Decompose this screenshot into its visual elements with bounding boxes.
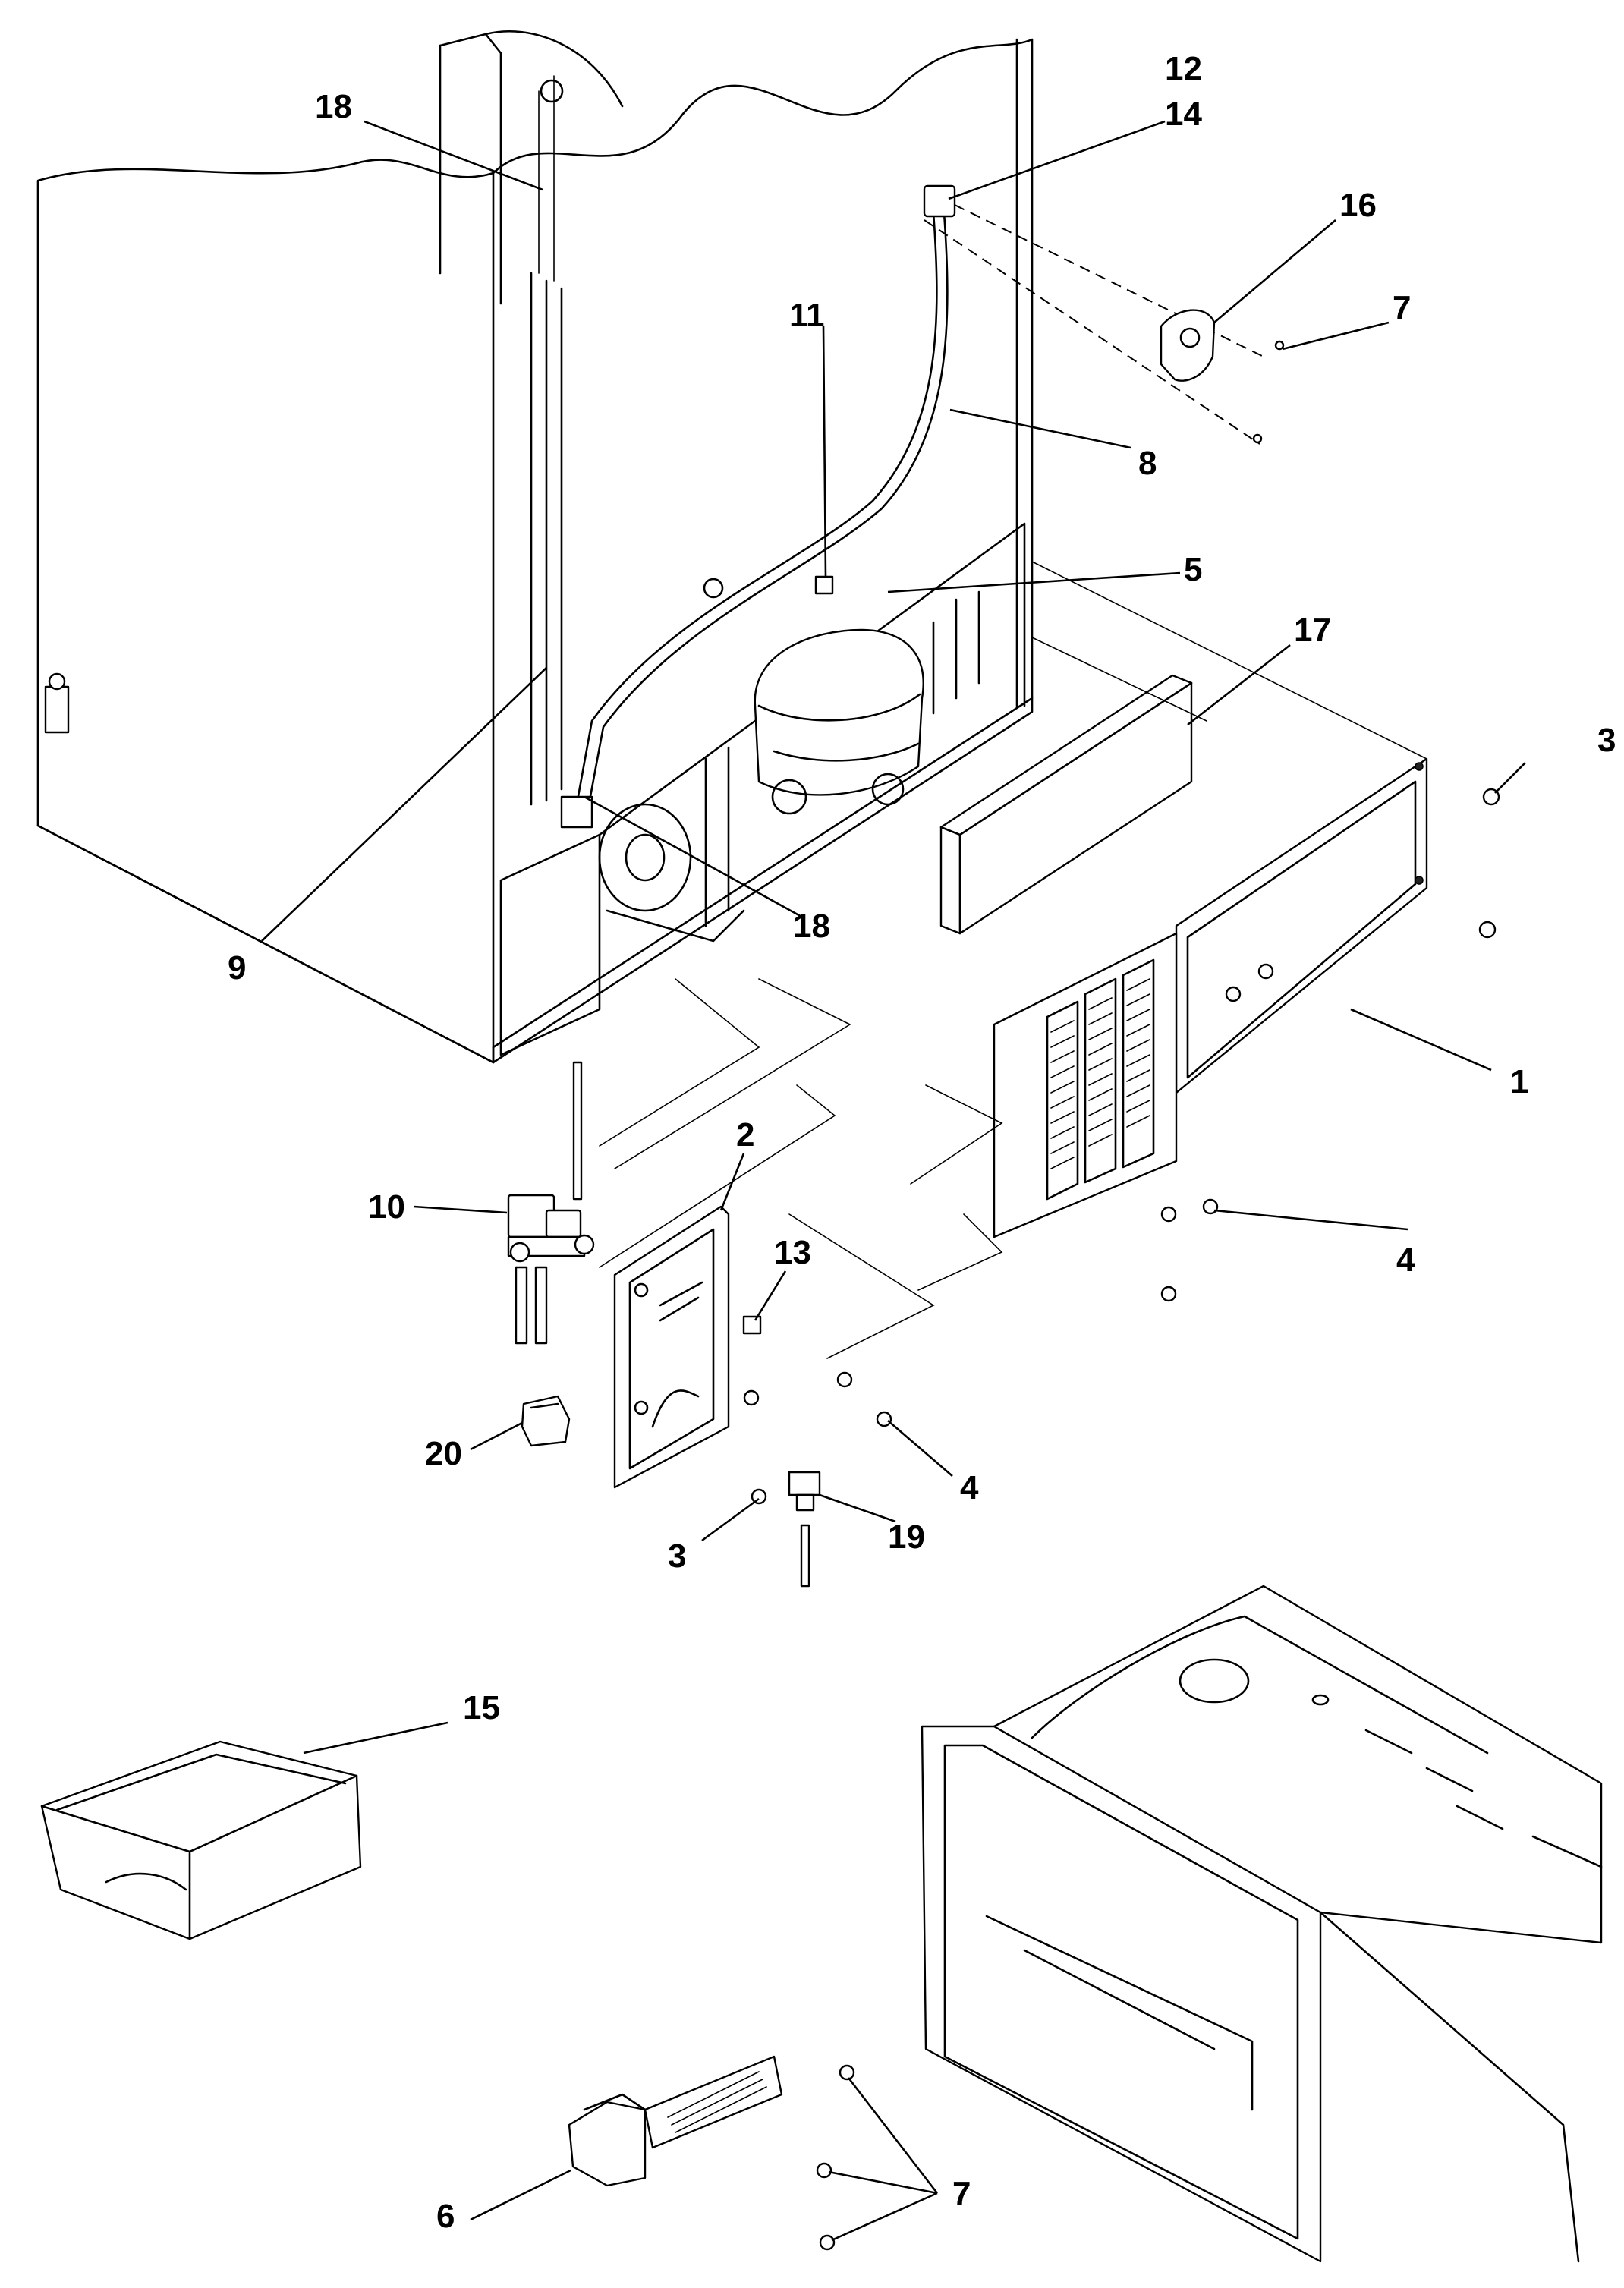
assembly-guide-lines bbox=[599, 561, 1427, 1359]
part-6-ice-maker bbox=[568, 2055, 783, 2187]
callout-4-right: 4 bbox=[1396, 1242, 1415, 1279]
part-1-access-cover bbox=[1175, 757, 1428, 1094]
part-15-pan bbox=[40, 1740, 362, 1940]
callout-3-right: 3 bbox=[1597, 722, 1616, 759]
kick-plate-grille bbox=[993, 932, 1178, 1238]
callout-20: 20 bbox=[425, 1435, 462, 1472]
callout-1: 1 bbox=[1510, 1063, 1528, 1100]
part-13-clip bbox=[742, 1315, 762, 1335]
callout-9: 9 bbox=[228, 949, 246, 987]
callout-6: 6 bbox=[436, 2198, 455, 2235]
callout-7-bottom: 7 bbox=[952, 2175, 971, 2212]
callout-7-top: 7 bbox=[1393, 289, 1411, 326]
callout-10: 10 bbox=[368, 1188, 405, 1226]
part-10-water-valve bbox=[507, 1061, 595, 1345]
callout-2: 2 bbox=[736, 1116, 754, 1153]
callout-18-top: 18 bbox=[315, 88, 352, 125]
refrigerator-cabinet bbox=[36, 30, 1264, 1064]
callout-12: 12 bbox=[1165, 50, 1202, 87]
leader-lines bbox=[261, 120, 1526, 2242]
callout-13: 13 bbox=[774, 1234, 811, 1271]
callout-19: 19 bbox=[888, 1519, 925, 1556]
screw-7b bbox=[816, 2162, 832, 2179]
screw-7a bbox=[839, 2064, 855, 2081]
callout-11: 11 bbox=[789, 297, 825, 334]
part-19-switch bbox=[788, 1471, 821, 1588]
callout-5: 5 bbox=[1184, 551, 1202, 588]
screw-7c bbox=[819, 2234, 836, 2251]
condenser-fan bbox=[560, 795, 745, 943]
callout-16: 16 bbox=[1339, 187, 1377, 224]
freezer-drawer-frame bbox=[921, 1585, 1603, 2263]
callout-14: 14 bbox=[1165, 96, 1202, 133]
callout-labels: 18 12 14 16 7 11 8 5 17 3 18 9 1 2 10 4 … bbox=[228, 50, 1616, 2235]
callout-4-mid: 4 bbox=[960, 1469, 979, 1506]
callout-15: 15 bbox=[463, 1689, 500, 1726]
callout-17: 17 bbox=[1294, 612, 1331, 649]
screws-group bbox=[743, 340, 1500, 1505]
part-20-fitting bbox=[521, 1395, 571, 1447]
part-2-bracket bbox=[613, 1205, 730, 1489]
compressor bbox=[754, 590, 980, 815]
callout-8: 8 bbox=[1138, 445, 1157, 482]
part-17-insulation bbox=[939, 674, 1193, 935]
callout-3-mid: 3 bbox=[668, 1537, 686, 1575]
part-16-bracket bbox=[1160, 309, 1216, 382]
callout-18-mid: 18 bbox=[793, 908, 830, 945]
